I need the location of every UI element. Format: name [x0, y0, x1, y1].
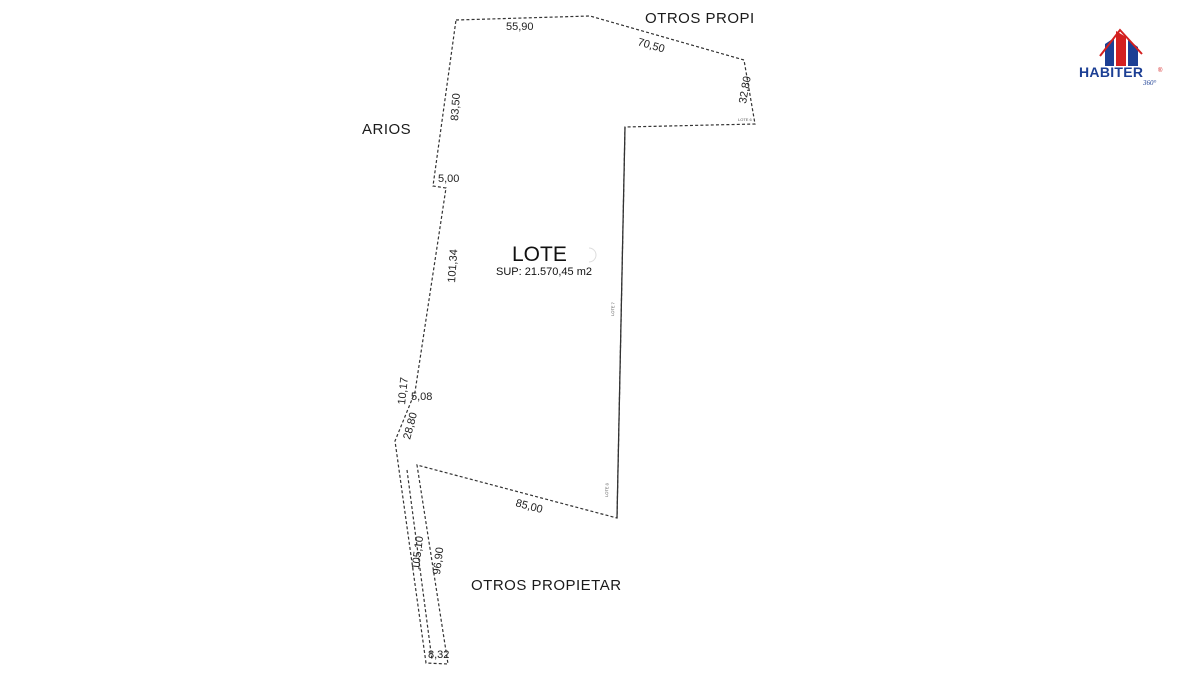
habiter-logo: HABITER ® 360° — [1079, 28, 1163, 87]
lot-boundary — [394, 15, 756, 665]
dimension-west-upper: 83,50 — [449, 93, 463, 121]
east-boundary-solid — [616, 126, 626, 519]
dimension-strip-end: 8,32 — [428, 649, 449, 661]
strip-inner-line — [406, 469, 433, 661]
dimension-south: 85,00 — [514, 497, 544, 516]
dimension-north-b: 70,50 — [636, 36, 666, 55]
dimension-west-middle: 101,34 — [446, 249, 460, 283]
dimension-west-jog-upper: 5,00 — [438, 173, 459, 185]
dimension-strip-east: 96,90 — [431, 547, 446, 576]
dimension-strip-west: 105,10 — [410, 535, 426, 570]
dimension-west-lower: 28,80 — [401, 411, 420, 441]
dimension-north-a: 55,90 — [506, 21, 534, 33]
lot-marker-icon — [588, 247, 597, 263]
neighbor-label-left: ARIOS — [362, 121, 411, 138]
neighbor-label-top-right: OTROS PROPI — [645, 10, 755, 27]
logo-wordmark: HABITER — [1079, 64, 1143, 80]
tiny-label-east-lower: LOTE 8 — [604, 482, 610, 497]
dimension-east-short: 32,80 — [737, 75, 754, 104]
tiny-label-east-upper: LOTE 7 — [610, 301, 616, 316]
logo-buildings-icon — [1099, 28, 1143, 66]
neighbor-label-bottom: OTROS PROPIETAR — [471, 577, 622, 594]
dimension-west-jog-lower: 10,17 — [396, 377, 411, 406]
tiny-label-corner: LOTE 6 — [738, 117, 753, 122]
logo-registered-mark: ® — [1158, 67, 1163, 74]
lot-name: LOTE — [512, 243, 567, 266]
dimension-west-jog-lower-b: 5,08 — [411, 391, 432, 403]
logo-tagline: 360° — [1142, 79, 1157, 87]
lot-area: SUP: 21.570,45 m2 — [496, 266, 592, 278]
